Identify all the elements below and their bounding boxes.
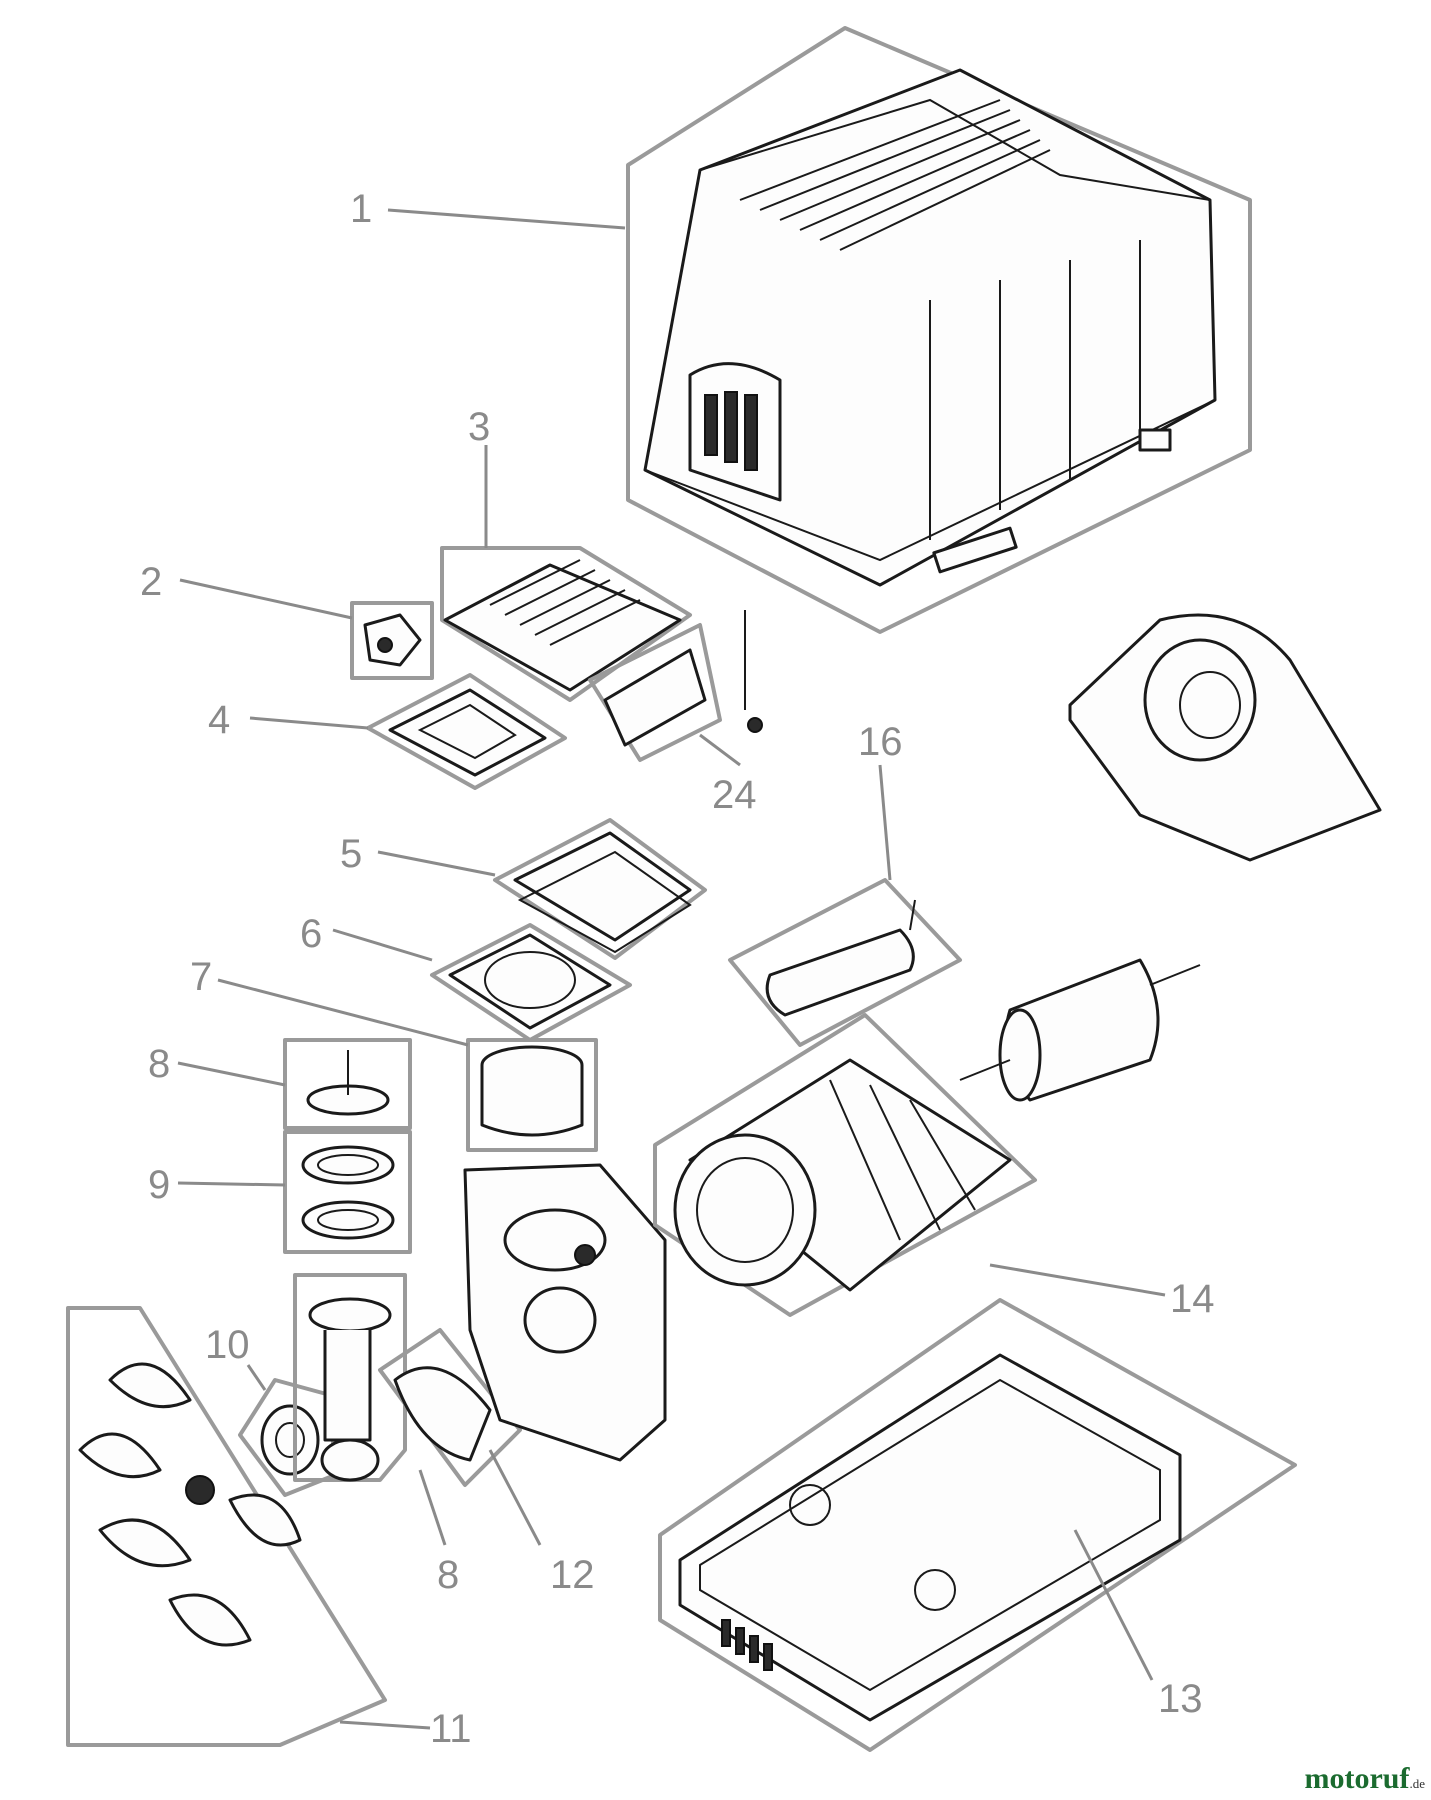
part-9-rings[interactable] [283,1130,412,1254]
part-2-fitting[interactable] [350,601,434,680]
part-6-gasket[interactable] [430,923,632,1042]
part-connecting-rod[interactable] [293,1273,407,1482]
watermark-tld: .de [1409,1776,1425,1791]
watermark-brand: motoruf [1304,1762,1410,1795]
part-label-4: 4 [208,698,230,742]
part-label-24: 24 [712,773,757,817]
part-label-2: 2 [140,560,162,604]
part-4-gasket[interactable] [366,673,567,790]
part-label-7: 7 [190,955,212,999]
part-label-6: 6 [300,912,322,956]
part-label-1: 1 [350,187,372,231]
part-8-piston[interactable] [283,1038,412,1130]
part-label-3: 3 [468,405,490,449]
leader-lines [177,208,1166,1730]
crankcase[interactable] [463,1163,667,1462]
part-label-10: 10 [205,1323,250,1367]
part-label-9: 9 [148,1163,170,1207]
part-label-8b: 8 [437,1553,459,1597]
part-3-cylinder-head[interactable] [440,546,692,702]
part-5-valve-plate[interactable] [493,818,707,960]
part-labels: 1 2 3 4 5 6 7 8 9 10 11 12 8 13 14 16 24 [140,187,1215,1751]
part-label-13: 13 [1158,1677,1203,1721]
part-7-cylinder[interactable] [466,1038,598,1152]
part-14-motor[interactable] [653,1013,1037,1317]
part-label-11: 11 [430,1707,472,1751]
part-24-valve[interactable] [588,610,763,762]
part-label-8a: 8 [148,1042,170,1086]
part-10-bearing[interactable] [238,1378,337,1497]
part-label-5: 5 [340,832,362,876]
motoruf-watermark: motoruf.de [1304,1762,1425,1796]
end-shield[interactable] [1068,613,1382,862]
part-label-12: 12 [550,1553,595,1597]
part-16-capacitor[interactable] [728,878,962,1047]
part-11-fan[interactable] [66,1306,387,1747]
part-label-14: 14 [1170,1277,1215,1321]
rotor[interactable] [959,958,1201,1102]
part-12-eccentric[interactable] [378,1328,522,1487]
part-1-cover[interactable] [626,26,1252,634]
part-label-16: 16 [858,720,903,764]
part-13-base[interactable] [658,1298,1297,1752]
